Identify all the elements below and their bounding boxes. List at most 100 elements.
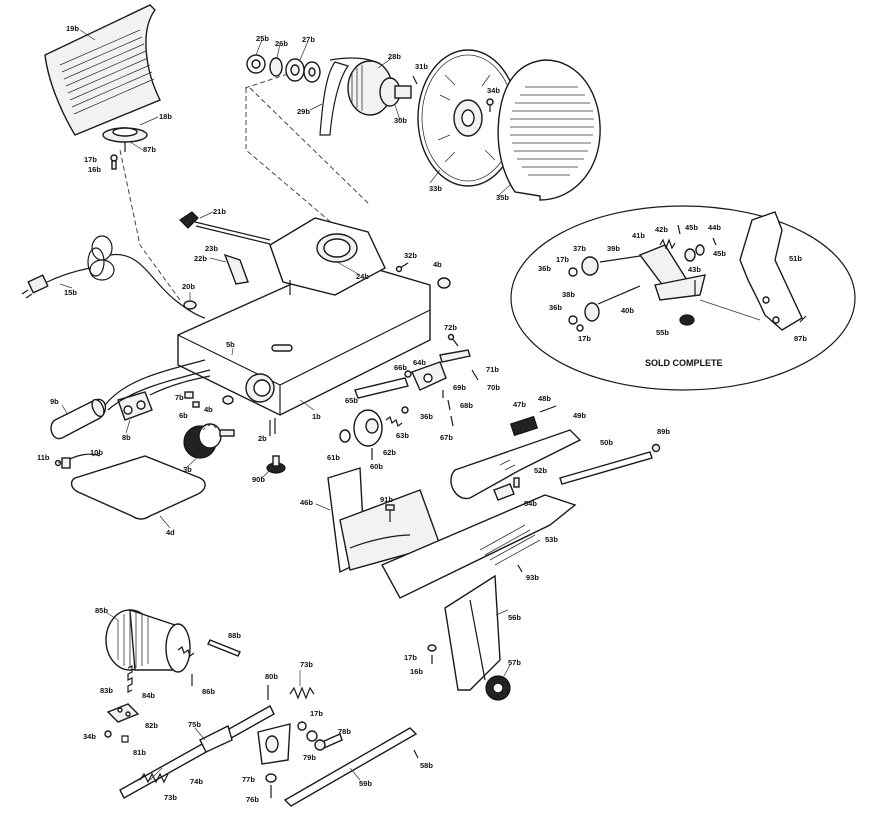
part-pin-2b [269,418,276,436]
part-clip-7b [184,391,194,399]
label-51b: 51b [789,254,802,263]
part-bracket-54b [493,483,515,501]
part-cover-knob [102,127,148,152]
label-53b: 53b [545,535,558,544]
part-base-plate [70,455,206,520]
label-90b: 90b [252,475,265,484]
part-clamp-10b [61,453,101,469]
label-89b: 89b [657,427,670,436]
part-bar-71b [439,349,471,363]
label-71b: 71b [486,365,499,374]
part-screw-36b [401,406,409,414]
part-shaft-65b [354,377,409,399]
label-34b: 34b [487,86,500,95]
label-17b-sc2: 17b [578,334,591,343]
part-screw-17b [427,644,437,652]
label-59b: 59b [359,779,372,788]
part-support-56b [444,574,501,691]
label-57b: 57b [508,658,521,667]
part-knob-57b [485,675,511,701]
label-82b: 82b [145,721,158,730]
part-spring-73b [289,686,315,700]
label-77b: 77b [242,775,255,784]
label-4b: 4b [204,405,213,414]
label-36b-sc: 36b [538,264,551,273]
label-11b: 11b [37,453,50,462]
part-washer-61b [339,429,351,443]
part-spring-63b [385,416,403,427]
part-rod-50b [559,451,653,485]
label-17b-mid: 17b [404,653,417,662]
part-washer-89b [651,443,661,453]
part-screw-48b [539,405,557,413]
label-17b: 17b [84,155,97,164]
label-65b: 65b [345,396,358,405]
label-55b: 55b [656,328,669,337]
label-23b: 23b [205,244,218,253]
part-main-body [177,217,431,416]
label-76b: 76b [246,795,259,804]
label-4d: 4d [166,528,175,537]
label-69b: 69b [453,383,466,392]
part-handle-21b [179,211,271,245]
label-33b: 33b [429,184,442,193]
label-27b: 27b [302,35,315,44]
label-80b: 80b [265,672,278,681]
label-46b: 46b [300,498,313,507]
label-20b: 20b [182,282,195,291]
part-screw-34b-lower [104,730,112,738]
label-58b: 58b [420,761,433,770]
label-61b: 61b [327,453,340,462]
part-carriage-plate [381,494,577,599]
label-73b: 73b [164,793,177,802]
label-84b: 84b [142,691,155,700]
label-72b: 72b [444,323,457,332]
label-67b: 67b [440,433,453,442]
part-power-cord [21,235,206,319]
label-88b: 88b [228,631,241,640]
label-45b-b: 45b [713,249,726,258]
label-73b-top: 73b [300,660,313,669]
sold-complete-assembly [510,205,856,391]
label-81b: 81b [133,748,146,757]
label-22b: 22b [194,254,207,263]
part-rail-59b [283,727,418,807]
part-switch [117,391,153,421]
label-29b: 29b [297,107,310,116]
part-clip-6b [192,401,200,408]
label-39b: 39b [607,244,620,253]
label-43b: 43b [688,265,701,274]
label-31b: 31b [415,62,428,71]
label-63b: 63b [396,431,409,440]
label-50b: 50b [600,438,613,447]
part-foot-90b [266,455,286,474]
label-41b: 41b [632,231,645,240]
label-86b: 86b [202,687,215,696]
part-blade-guard [497,59,601,201]
label-38b: 38b [562,290,575,299]
label-25b: 25b [256,34,269,43]
label-49b: 49b [573,411,586,420]
label-87b: 87b [143,145,156,154]
part-bearing-set [246,54,321,83]
label-17b-lower: 17b [310,709,323,718]
label-26b: 26b [275,39,288,48]
label-70b: 70b [487,383,500,392]
label-3b: 3b [183,465,192,474]
label-18b: 18b [159,112,172,121]
label-93b: 93b [526,573,539,582]
part-nut-79b [306,730,318,742]
part-bolt-78b [314,733,343,751]
part-bracket-23b [223,253,249,285]
part-clip-81b [121,735,129,743]
label-36b-sc2: 36b [549,303,562,312]
part-screw-68b [447,399,451,411]
label-30b: 30b [394,116,407,125]
part-bracket-64b [411,361,447,391]
part-pin-52b [513,477,520,488]
leader-lines [57,29,511,781]
part-screw-66b [404,370,412,378]
part-pusher-arm [450,429,582,500]
label-19b: 19b [66,24,79,33]
